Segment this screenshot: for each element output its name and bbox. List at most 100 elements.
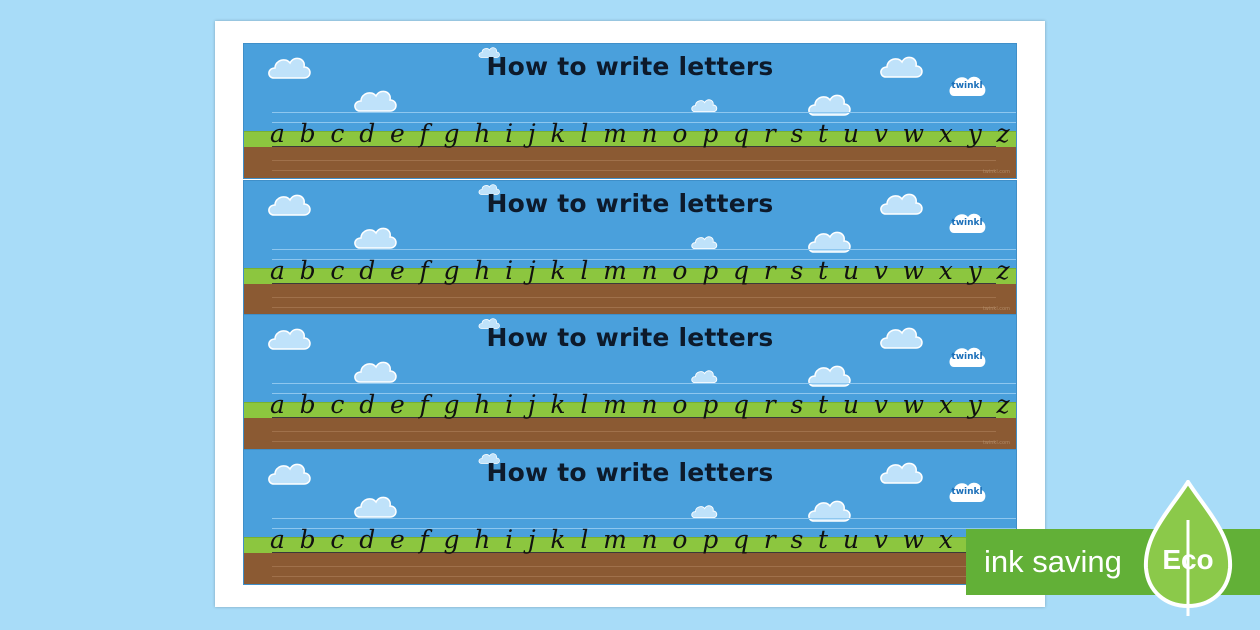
cloud-icon — [266, 324, 312, 356]
guide-line — [272, 170, 996, 171]
letter: f — [419, 390, 429, 419]
letter: f — [419, 119, 429, 148]
letter: i — [505, 119, 514, 148]
letter: n — [641, 390, 658, 419]
grass-band — [244, 268, 1016, 285]
guide-line — [272, 297, 996, 298]
letter: a — [270, 525, 285, 554]
cloud-icon — [690, 96, 718, 118]
cloud-icon — [352, 357, 398, 389]
letter: y — [967, 256, 982, 285]
letter: x — [938, 119, 953, 148]
letter: m — [603, 390, 627, 419]
letter: t — [818, 119, 829, 148]
letter: q — [732, 256, 749, 285]
strip-title: How to write letters — [486, 323, 774, 352]
letter: s — [790, 390, 804, 419]
letter: j — [527, 256, 536, 285]
twinkl-logo-text: twinkl — [951, 218, 983, 228]
letter: b — [299, 390, 316, 419]
letter: x — [938, 256, 953, 285]
letter: j — [527, 390, 536, 419]
strip-title: How to write letters — [486, 52, 774, 81]
letter: t — [818, 256, 829, 285]
letter: n — [641, 256, 658, 285]
leaf-icon — [1143, 480, 1233, 616]
letter: m — [603, 256, 627, 285]
baseline — [272, 283, 996, 284]
letter: q — [732, 525, 749, 554]
twinkl-logo — [949, 347, 986, 367]
cloud-icon — [474, 450, 504, 469]
cloud-icon — [690, 233, 718, 255]
letter: l — [580, 525, 589, 554]
cloud-icon — [806, 90, 852, 122]
letter: z — [996, 390, 1010, 419]
letter: q — [732, 119, 749, 148]
guide-line — [272, 566, 996, 567]
letter: m — [603, 119, 627, 148]
cloud-icon — [352, 223, 398, 255]
grass-band — [244, 402, 1016, 419]
letter: d — [359, 390, 376, 419]
letter: h — [474, 390, 491, 419]
letter: b — [299, 119, 316, 148]
letter: v — [873, 525, 888, 554]
letter: z — [996, 256, 1010, 285]
cloud-icon — [266, 53, 312, 85]
guide-line — [272, 393, 1016, 394]
guide-line — [272, 441, 996, 442]
letter: t — [818, 525, 829, 554]
cloud-icon — [878, 52, 924, 84]
letter: c — [330, 525, 345, 554]
letter: e — [389, 119, 405, 148]
letter: o — [672, 525, 688, 554]
letter: k — [550, 525, 566, 554]
letter: m — [603, 525, 627, 554]
letter: d — [359, 256, 376, 285]
letter: j — [527, 525, 536, 554]
letter: c — [330, 119, 345, 148]
letter: v — [873, 256, 888, 285]
letter: c — [330, 390, 345, 419]
letter: a — [270, 390, 285, 419]
cloud-icon — [474, 44, 504, 63]
letter: l — [580, 256, 589, 285]
eco-label: Eco — [1162, 544, 1214, 575]
guide-line — [272, 518, 1016, 519]
letter: f — [419, 525, 429, 554]
cloud-icon — [806, 496, 852, 528]
letter: k — [550, 119, 566, 148]
cloud-icon — [878, 323, 924, 355]
ground-band — [244, 147, 1016, 178]
letter: d — [359, 525, 376, 554]
credit-text: twinkl.com — [982, 306, 1010, 312]
guide-line — [272, 431, 996, 432]
letter: i — [505, 390, 514, 419]
letter: w — [902, 390, 924, 419]
guide-line — [272, 576, 996, 577]
letter: i — [505, 525, 514, 554]
letter: v — [873, 390, 888, 419]
letter: b — [299, 256, 316, 285]
cloud-icon — [352, 492, 398, 524]
cloud-icon — [474, 181, 504, 200]
ground-band — [244, 284, 1016, 315]
letter: r — [763, 256, 776, 285]
letter: r — [763, 390, 776, 419]
letter: o — [672, 256, 688, 285]
letter: q — [732, 390, 749, 419]
twinkl-logo-text: twinkl — [951, 81, 983, 91]
letter: y — [967, 390, 982, 419]
letter: b — [299, 525, 316, 554]
baseline — [272, 417, 996, 418]
letter: e — [389, 390, 405, 419]
letter: l — [580, 390, 589, 419]
guide-line — [272, 383, 1016, 384]
twinkl-logo-text: twinkl — [951, 352, 983, 362]
